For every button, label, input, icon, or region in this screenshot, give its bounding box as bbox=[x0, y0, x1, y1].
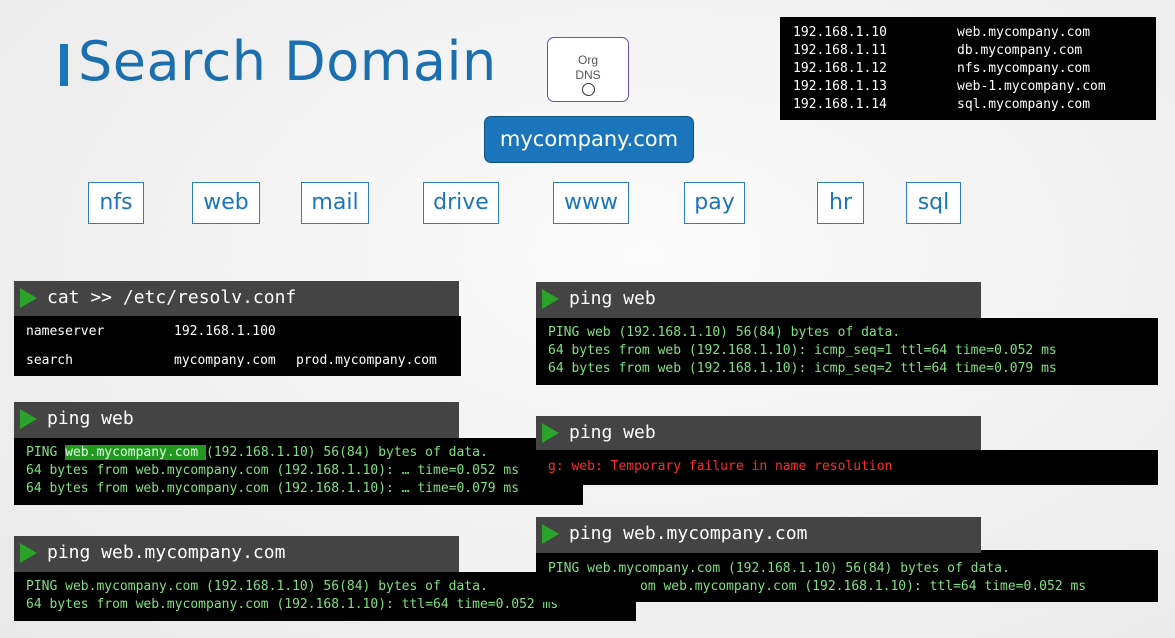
terminal-output: PING web.mycompany.com (192.168.1.10) 56… bbox=[14, 572, 636, 621]
resolv-value: mycompany.com bbox=[174, 353, 276, 368]
dns-record-row: 192.168.1.12 nfs.mycompany.com bbox=[793, 60, 1156, 78]
record-host: nfs.mycompany.com bbox=[957, 61, 1091, 76]
record-ip: 192.168.1.13 bbox=[793, 79, 887, 94]
command-bar: ping web bbox=[536, 416, 981, 450]
resolv-row: search mycompany.com prod.mycompany.com bbox=[26, 346, 461, 375]
output-text: (192.168.1.10) 56(84) bytes of data. bbox=[206, 445, 488, 460]
play-icon bbox=[542, 289, 559, 309]
subdomain-drive: drive bbox=[423, 182, 499, 224]
record-host: web.mycompany.com bbox=[957, 25, 1091, 40]
record-ip: 192.168.1.10 bbox=[793, 25, 887, 40]
resolv-value: prod.mycompany.com bbox=[296, 353, 437, 368]
command-bar: ping web.mycompany.com bbox=[14, 536, 459, 572]
org-dns-server: Org DNS bbox=[547, 37, 629, 102]
output-line: PING web.mycompany.com (192.168.1.10) 56… bbox=[26, 444, 583, 462]
page-title: Search Domain bbox=[78, 30, 497, 93]
subdomain-web: web bbox=[192, 182, 260, 224]
record-host: db.mycompany.com bbox=[957, 43, 1083, 58]
resolv-conf-output: nameserver 192.168.1.100 search mycompany.… bbox=[14, 316, 461, 376]
terminal-output: g: web: Temporary failure in name resolu… bbox=[536, 450, 1158, 485]
command-text: ping web bbox=[569, 422, 656, 443]
command-bar: cat >> /etc/resolv.conf bbox=[14, 281, 459, 316]
resolv-key: search bbox=[26, 353, 73, 368]
resolv-key: nameserver bbox=[26, 324, 105, 339]
title-accent-bar bbox=[60, 44, 68, 86]
terminal-output: PING web.mycompany.com (192.168.1.10) 56… bbox=[536, 550, 1158, 602]
output-line: 64 bytes from web.mycompany.com (192.168… bbox=[26, 481, 520, 496]
output-text: PING bbox=[26, 445, 66, 460]
command-text: cat >> /etc/resolv.conf bbox=[47, 287, 297, 308]
command-text: ping web bbox=[569, 288, 656, 309]
play-icon bbox=[542, 524, 559, 544]
play-icon bbox=[20, 288, 37, 308]
highlighted-fqdn: web.mycompany.com bbox=[65, 445, 207, 460]
dns-record-row: 192.168.1.10 web.mycompany.com bbox=[793, 24, 1156, 42]
subdomain-pay: pay bbox=[684, 182, 745, 224]
record-host: web-1.mycompany.com bbox=[957, 79, 1106, 94]
command-text: ping web.mycompany.com bbox=[569, 523, 808, 544]
subdomain-sql: sql bbox=[906, 182, 961, 224]
org-dns-label-2: DNS bbox=[575, 68, 601, 82]
terminal-output: PING web (192.168.1.10) 56(84) bytes of … bbox=[536, 318, 1158, 385]
record-ip: 192.168.1.12 bbox=[793, 61, 887, 76]
record-ip: 192.168.1.11 bbox=[793, 43, 887, 58]
subdomain-hr: hr bbox=[817, 182, 864, 224]
resolv-row: nameserver 192.168.1.100 bbox=[26, 317, 461, 346]
output-line: 64 bytes from web.mycompany.com (192.168… bbox=[26, 463, 520, 478]
output-line: PING web.mycompany.com (192.168.1.10) 56… bbox=[26, 579, 488, 594]
output-line: PING web (192.168.1.10) 56(84) bytes of … bbox=[548, 325, 901, 340]
command-bar: ping web bbox=[14, 402, 459, 438]
dns-records-table: 192.168.1.10 web.mycompany.com 192.168.1.… bbox=[780, 17, 1156, 120]
record-host: sql.mycompany.com bbox=[957, 97, 1091, 112]
output-line: PING web.mycompany.com (192.168.1.10) 56… bbox=[548, 561, 1010, 576]
play-icon bbox=[20, 409, 37, 429]
play-icon bbox=[20, 543, 37, 563]
output-line: 64 bytes from web (192.168.1.10): icmp_s… bbox=[548, 361, 1057, 376]
server-indicator-icon bbox=[581, 83, 595, 96]
terminal-output: PING web.mycompany.com (192.168.1.10) 56… bbox=[14, 438, 583, 505]
subdomain-nfs: nfs bbox=[88, 182, 144, 224]
command-bar: ping web.mycompany.com bbox=[536, 517, 981, 553]
output-line: om web.mycompany.com (192.168.1.10): ttl… bbox=[640, 579, 1087, 594]
dns-record-row: 192.168.1.11 db.mycompany.com bbox=[793, 42, 1156, 60]
command-text: ping web bbox=[47, 408, 134, 429]
org-dns-label-1: Org bbox=[577, 53, 598, 67]
command-bar: ping web bbox=[536, 282, 981, 318]
output-line: 64 bytes from web.mycompany.com (192.168… bbox=[26, 597, 559, 612]
dns-record-row: 192.168.1.13 web-1.mycompany.com bbox=[793, 78, 1156, 96]
command-text: ping web.mycompany.com bbox=[47, 542, 286, 563]
error-line: g: web: Temporary failure in name resolu… bbox=[548, 459, 893, 474]
resolv-value: 192.168.1.100 bbox=[174, 324, 276, 339]
output-line: 64 bytes from web (192.168.1.10): icmp_s… bbox=[548, 343, 1057, 358]
record-ip: 192.168.1.14 bbox=[793, 97, 887, 112]
subdomain-mail: mail bbox=[301, 182, 369, 224]
domain-box: mycompany.com bbox=[484, 116, 694, 163]
subdomain-www: www bbox=[553, 182, 629, 224]
dns-record-row: 192.168.1.14 sql.mycompany.com bbox=[793, 96, 1156, 114]
play-icon bbox=[542, 423, 559, 443]
